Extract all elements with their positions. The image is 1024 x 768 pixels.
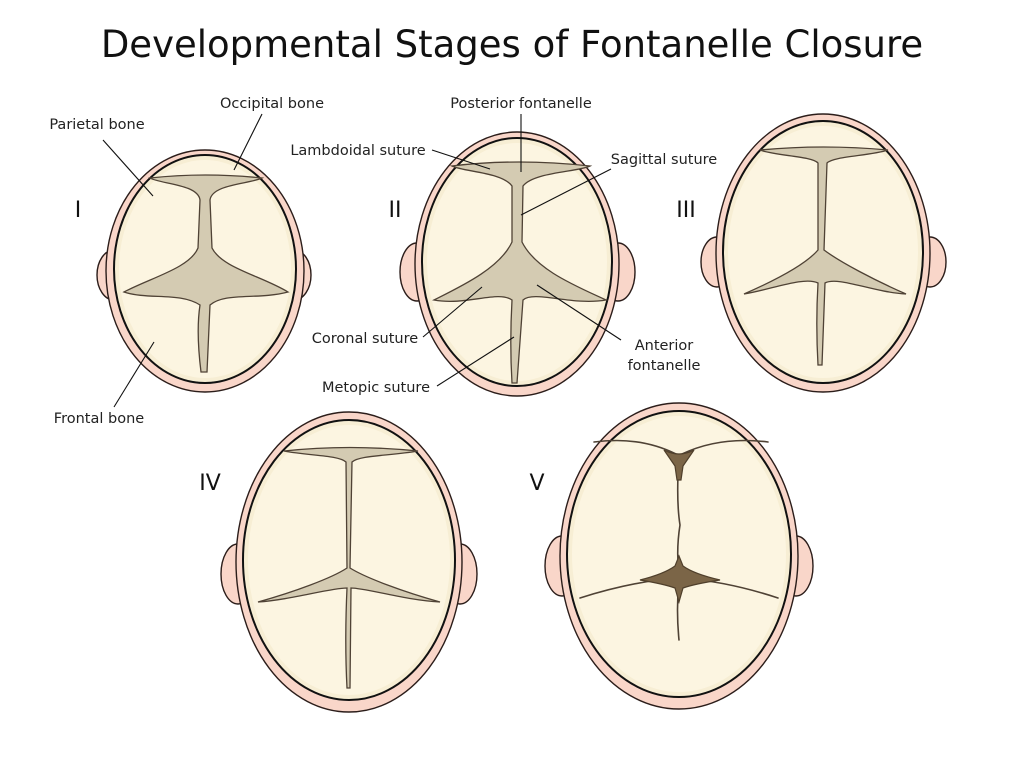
sagittal-suture-label: Sagittal suture (611, 152, 717, 168)
stage-5-skull (544, 402, 814, 710)
posterior-fontanelle-label: Posterior fontanelle (450, 96, 592, 112)
anterior-fontanelle-closed (639, 554, 721, 605)
stage-4-numeral: IV (199, 471, 221, 496)
stage-2-numeral: II (389, 198, 402, 223)
stage-3-skull (700, 113, 947, 393)
coronal-suture-label: Coronal suture (312, 331, 418, 347)
posterior-fontanelle-closed (663, 449, 695, 481)
frontal-bone-leader (113, 341, 155, 408)
lambdoidal-suture-leader (431, 149, 491, 170)
fontanelle-membrane (431, 161, 609, 384)
lambdoidal-suture-left (593, 439, 677, 455)
anterior-fontanelle-label-line1: Anterior (635, 338, 694, 354)
fontanelle-membrane (743, 146, 907, 366)
occipital-bone-leader (233, 113, 263, 171)
fontanelle-membrane (122, 174, 290, 373)
stage-2-skull (399, 131, 636, 397)
metopic-suture-leader (436, 336, 515, 387)
cranial-bones (572, 416, 786, 692)
parietal-bone-label: Parietal bone (49, 117, 144, 133)
stage-4-skull (220, 411, 478, 713)
diagram-title: Developmental Stages of Fontanelle Closu… (101, 23, 923, 66)
stage-5-numeral: V (529, 471, 544, 496)
sagittal-suture-leader (520, 168, 612, 216)
stage-1-numeral: I (75, 198, 82, 223)
metopic-suture-label: Metopic suture (322, 380, 430, 396)
fontanelle-membrane (257, 446, 441, 689)
frontal-bone-label: Frontal bone (54, 411, 144, 427)
lambdoidal-suture-right (681, 439, 769, 455)
anterior-fontanelle-label-line2: fontanelle (628, 358, 701, 374)
stage-1-skull (96, 149, 312, 393)
parietal-bone-leader (102, 139, 154, 197)
coronal-suture-leader (422, 286, 483, 338)
anterior-fontanelle-leader (536, 284, 622, 341)
lambdoidal-suture-label: Lambdoidal suture (290, 143, 425, 159)
stage-3-numeral: III (676, 198, 695, 223)
occipital-bone-label: Occipital bone (220, 96, 324, 112)
